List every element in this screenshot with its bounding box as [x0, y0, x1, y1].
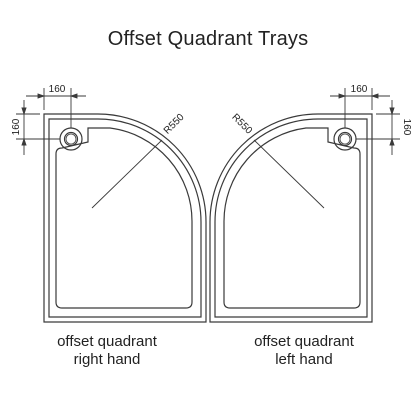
right-hand-width-dimension	[26, 88, 86, 128]
left-hand-radius-label: R550	[229, 112, 254, 137]
left-hand-caption-line2: left hand	[275, 351, 333, 368]
left-hand-caption: offset quadrant left hand	[224, 333, 384, 369]
right-hand-tray-basin	[55, 127, 193, 309]
right-hand-width-label: 160	[49, 84, 66, 95]
left-hand-width-dimension	[330, 88, 390, 128]
left-hand-tray-basin	[223, 127, 361, 309]
right-hand-caption: offset quadrant right hand	[27, 333, 187, 369]
left-hand-tray-rim	[214, 118, 368, 318]
left-hand-height-dimension	[356, 100, 400, 155]
right-hand-caption-line1: offset quadrant	[57, 333, 157, 350]
right-hand-height-dimension	[16, 100, 60, 155]
left-hand-height-label: 160	[401, 119, 412, 136]
right-hand-radius-label: R550	[162, 112, 187, 137]
right-hand-tray-outline	[43, 113, 207, 323]
left-hand-caption-line1: offset quadrant	[254, 333, 354, 350]
right-hand-height-label: 160	[11, 118, 22, 135]
right-hand-tray-rim	[48, 118, 202, 318]
diagram-title: Offset Quadrant Trays	[107, 28, 309, 50]
left-hand-waste-icon	[333, 127, 357, 151]
right-hand-radius-leader	[91, 139, 163, 209]
left-hand-width-label: 160	[351, 84, 368, 95]
right-hand-caption-line2: right hand	[73, 351, 141, 368]
left-hand-radius-leader	[253, 139, 325, 209]
left-hand-tray-outline	[209, 113, 373, 323]
right-hand-tray	[16, 88, 207, 323]
left-hand-tray	[209, 88, 400, 323]
right-hand-waste-icon	[59, 127, 83, 151]
